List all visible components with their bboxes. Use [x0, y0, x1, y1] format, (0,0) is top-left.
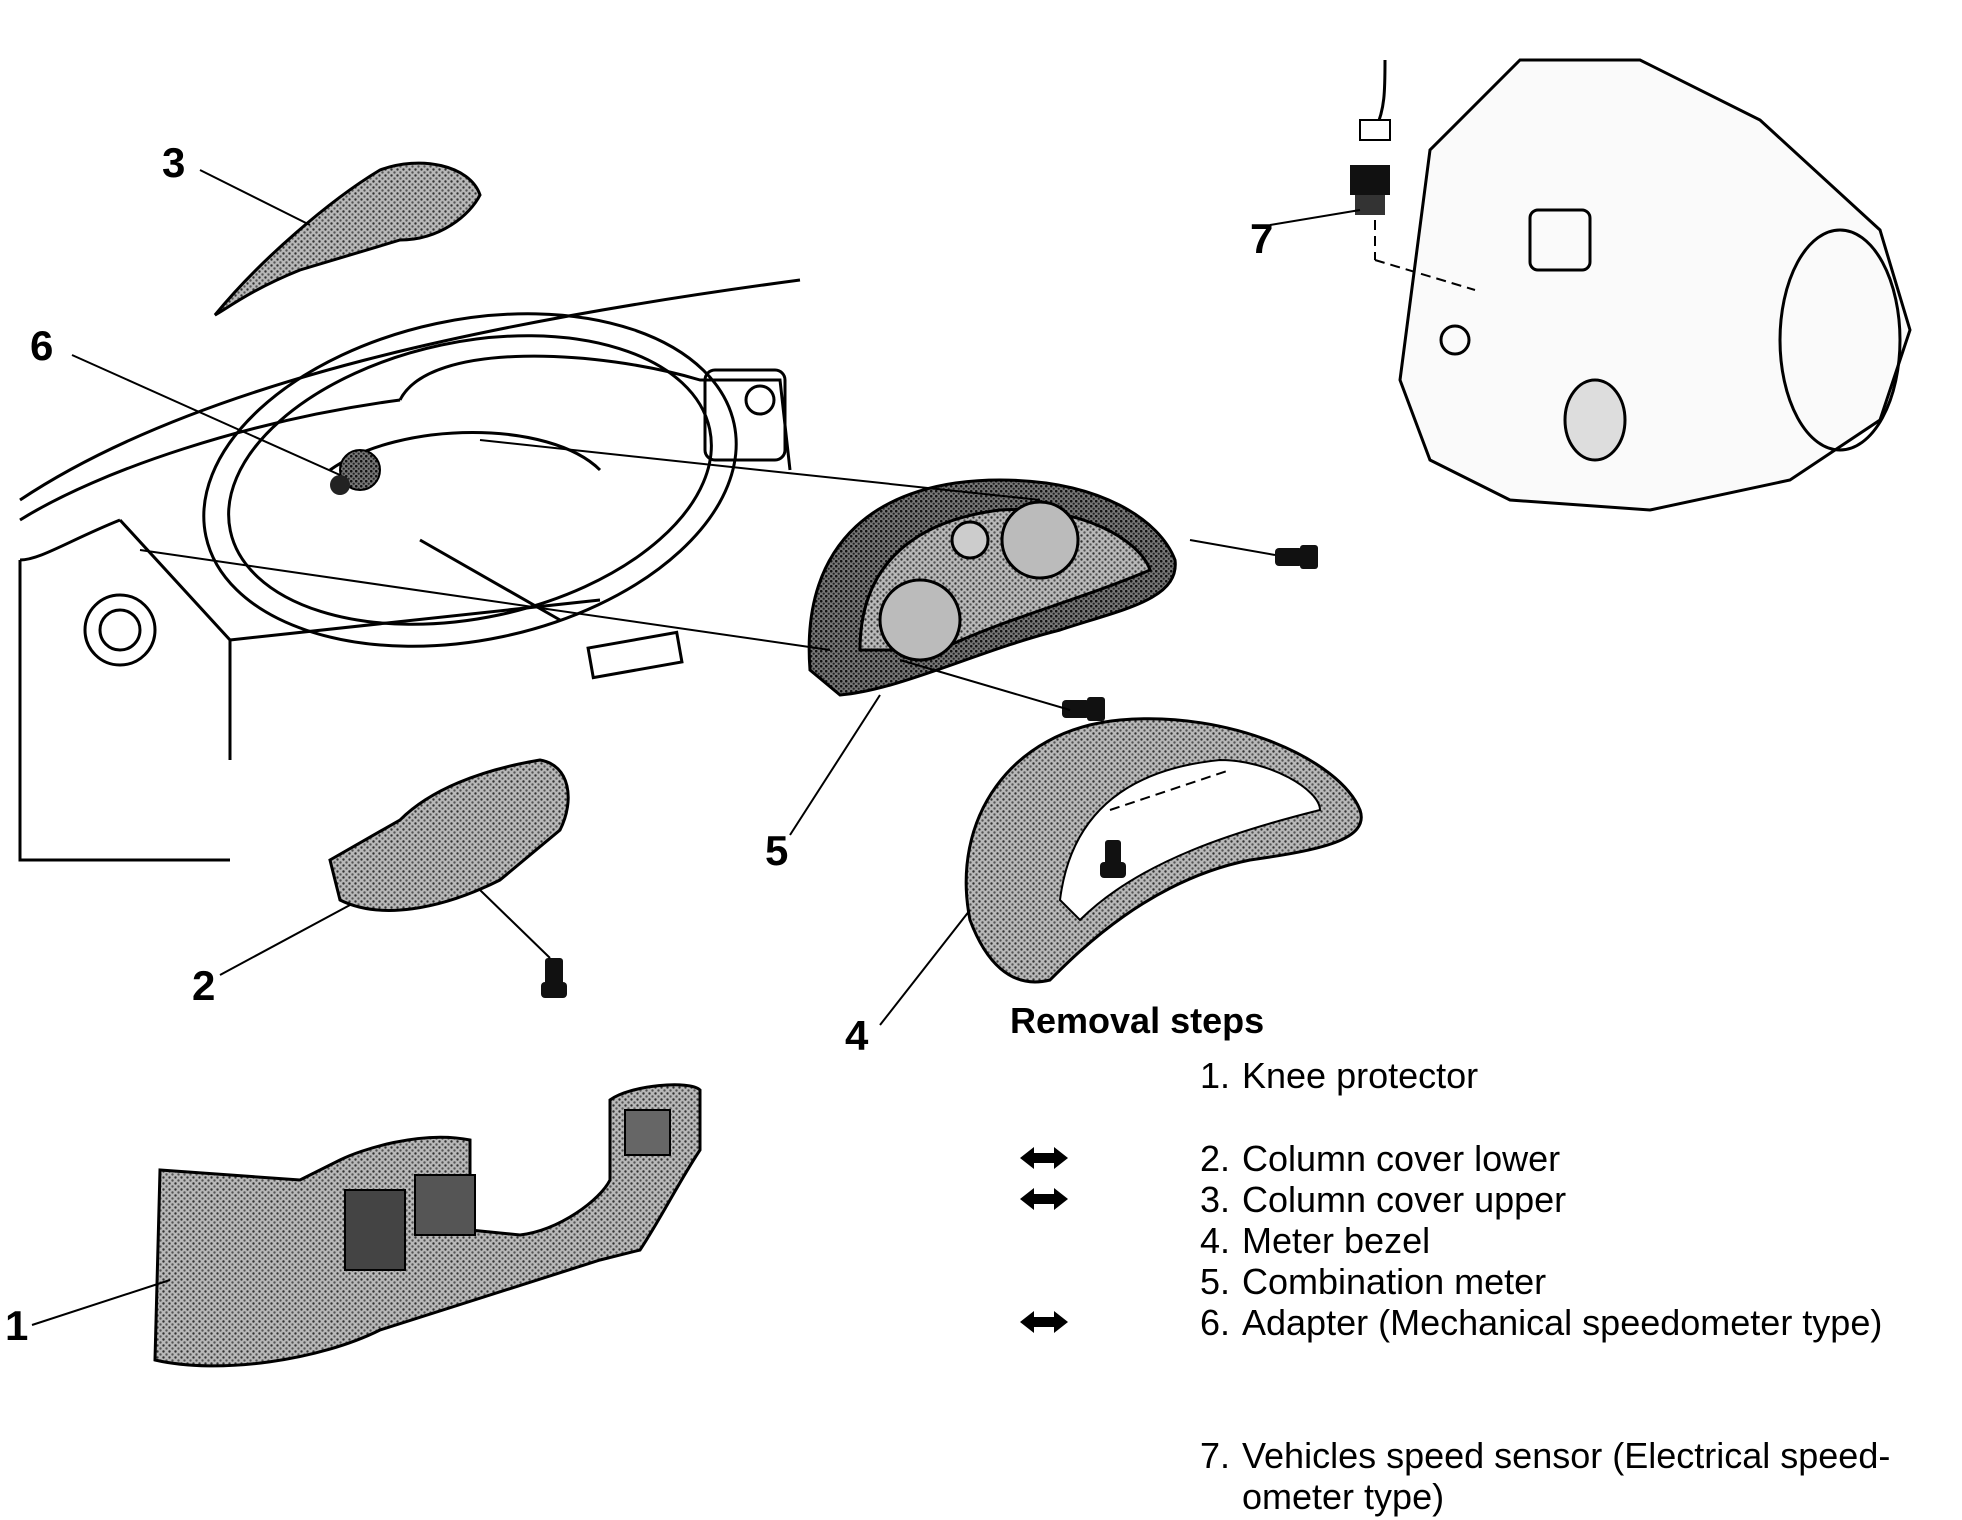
step-number: 3.	[1199, 1179, 1230, 1220]
callout-3: 3	[162, 139, 186, 186]
step-number: 2.	[1199, 1138, 1230, 1179]
callout-2: 2	[192, 962, 216, 1009]
step-number: 7.	[1199, 1435, 1230, 1476]
double-arrow-icon	[1020, 1147, 1068, 1169]
step-7: 7. Vehicles speed sensor (Electrical spee…	[1010, 1435, 1960, 1517]
adapter-part	[330, 449, 381, 495]
step-number: 1.	[1199, 1055, 1230, 1096]
step-3: 3. Column cover upper	[1010, 1179, 1960, 1220]
step-5: 5. Combination meter	[1010, 1261, 1960, 1302]
steering-wheel-drawing	[202, 312, 738, 680]
double-arrow-icon	[1020, 1188, 1068, 1210]
step-number: 4.	[1199, 1220, 1230, 1261]
column-cover-upper-part	[213, 161, 482, 317]
callout-4: 4	[845, 1012, 869, 1059]
dashboard-drawing	[18, 278, 801, 862]
step-text: Column cover lower	[1242, 1138, 1561, 1179]
step-text: Combination meter	[1242, 1261, 1547, 1302]
column-cover-lower-part	[328, 758, 570, 912]
step-text: Meter bezel	[1242, 1220, 1431, 1261]
combination-meter-part	[807, 478, 1177, 697]
screw-icon	[541, 545, 1318, 998]
leader-lines	[31, 169, 1476, 1326]
step-1: 1. Knee protector	[1010, 1055, 1960, 1096]
step-text: Column cover upper	[1242, 1179, 1567, 1220]
callout-6: 6	[30, 322, 54, 369]
double-arrow-icon	[1020, 1311, 1068, 1333]
removal-steps-list: 1. Knee protector 2. Column cover lower 3.…	[1010, 1055, 1960, 1517]
removal-steps-title: Removal steps	[1010, 1000, 1265, 1041]
step-4: 4. Meter bezel	[1010, 1220, 1960, 1261]
step-2: 2. Column cover lower	[1010, 1138, 1960, 1179]
step-number: 5.	[1199, 1261, 1230, 1302]
speed-sensor-part	[1350, 59, 1391, 215]
callout-5: 5	[765, 827, 789, 874]
step-6: 6. Adapter (Mechanical speedometer type)	[1010, 1302, 1960, 1343]
step-text: Knee protector	[1242, 1055, 1479, 1096]
transmission-drawing	[1398, 58, 1912, 512]
callout-1: 1	[5, 1302, 29, 1349]
step-text: Adapter (Mechanical speedometer type)	[1242, 1302, 1883, 1343]
callout-7: 7	[1250, 215, 1274, 262]
step-number: 6.	[1199, 1302, 1230, 1343]
step-text: Vehicles speed sensor (Electrical speed-…	[1242, 1435, 1891, 1517]
